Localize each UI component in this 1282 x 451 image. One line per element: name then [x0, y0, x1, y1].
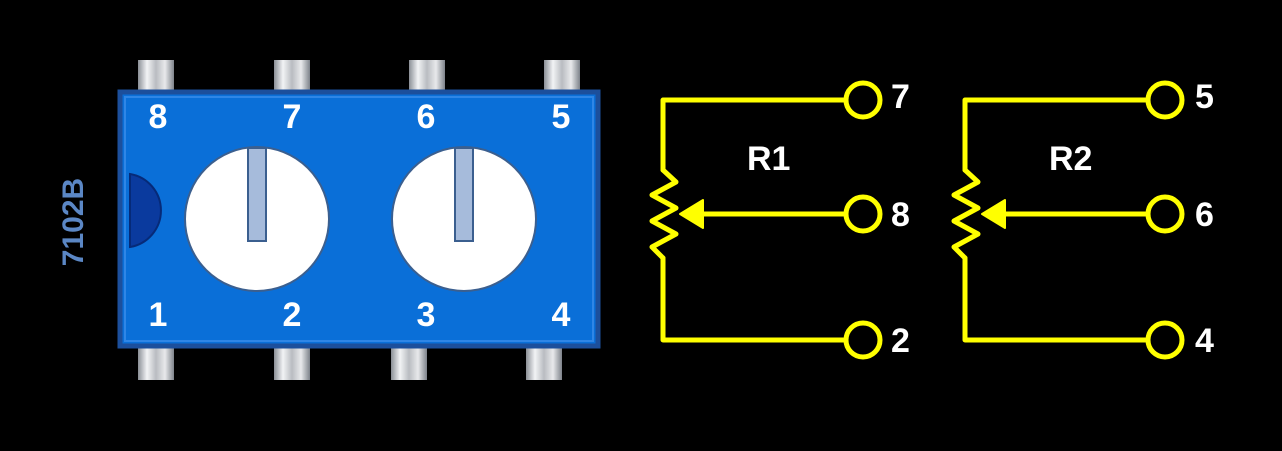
r1-label: R1: [747, 140, 790, 178]
schematic-r2: [951, 80, 1185, 360]
r1-wiper-arrow: [679, 199, 704, 229]
trimmer-2: [391, 146, 537, 292]
pin-number: 3: [417, 296, 436, 334]
r2-label: R2: [1049, 140, 1092, 178]
part-label: 7102B: [57, 178, 90, 266]
r1-terminal-wiper: [843, 194, 883, 234]
r1-pin-wiper-label: 8: [891, 196, 910, 234]
r1-resistor-zigzag: [649, 167, 679, 261]
trimmer-1: [184, 146, 330, 292]
r2-pin-wiper-label: 6: [1195, 196, 1214, 234]
pin-lead: [544, 60, 580, 94]
r2-terminal-wiper: [1145, 194, 1185, 234]
r1-bottom-wire: [660, 255, 848, 343]
r1-pin-top-label: 7: [891, 78, 910, 116]
schematic-r2-labels: R2 5 6 4: [1049, 78, 1214, 360]
r2-pin-bottom-label: 4: [1195, 322, 1214, 360]
pin-lead: [274, 60, 310, 94]
schematic-r1-labels: R1 7 8 2: [747, 78, 910, 360]
r2-terminal-bottom: [1145, 320, 1185, 360]
r2-resistor-zigzag: [951, 167, 981, 261]
pin-lead: [409, 60, 445, 94]
pin-number: 7: [283, 98, 302, 136]
r2-pin-top-label: 5: [1195, 78, 1214, 116]
r1-pin-bottom-label: 2: [891, 322, 910, 360]
pin-numbers-bottom: 1 2 3 4: [149, 296, 571, 334]
r2-terminal-top: [1145, 80, 1185, 120]
pin-number: 5: [552, 98, 571, 136]
trimmer-slot: [454, 147, 474, 242]
r1-terminal-top: [843, 80, 883, 120]
chip-notch: [129, 172, 162, 249]
pin-number: 1: [149, 296, 168, 334]
pin-lead: [138, 344, 174, 380]
pin-lead: [138, 60, 174, 94]
pin-lead: [526, 344, 562, 380]
pin-lead: [274, 344, 310, 380]
pin-lead: [391, 344, 427, 380]
r2-top-wire: [962, 97, 1150, 173]
r2-wiper-arrow: [981, 199, 1006, 229]
r1-top-wire: [660, 97, 848, 173]
schematic-r1: [649, 80, 883, 360]
pin-numbers-top: 8 7 6 5: [149, 98, 571, 136]
pin-number: 8: [149, 98, 168, 136]
r2-bottom-wire: [962, 255, 1150, 343]
pin-number: 4: [552, 296, 571, 334]
chip-pins-bottom: [138, 344, 562, 380]
pin-number: 6: [417, 98, 436, 136]
trimmer-slot: [247, 147, 267, 242]
pin-number: 2: [283, 296, 302, 334]
chip-pins-top: [138, 60, 580, 94]
chip-body-highlight: [124, 96, 594, 342]
r1-terminal-bottom: [843, 320, 883, 360]
